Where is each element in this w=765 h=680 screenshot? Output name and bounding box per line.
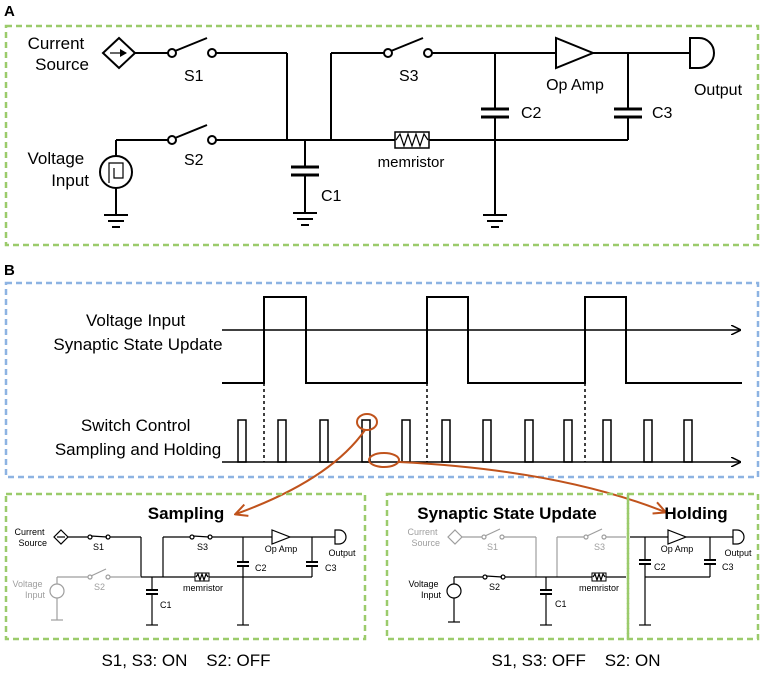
switch-s2-icon	[167, 124, 217, 145]
memristor-label: memristor	[183, 583, 223, 593]
op-amp-label: Op Amp	[265, 544, 298, 554]
sampling-panel-border	[4, 492, 367, 641]
memristor-icon	[394, 131, 430, 149]
update-panel-border	[385, 492, 630, 641]
c2-label: C2	[255, 563, 267, 573]
s2-label: S2	[94, 582, 105, 592]
op-amp-label: Op Amp	[661, 544, 694, 554]
panel-a-letter: A	[4, 3, 15, 20]
switch-pulse	[237, 419, 247, 463]
switch-pulse	[524, 419, 534, 463]
c1-label: C1	[160, 600, 172, 610]
switch-pulse	[683, 419, 693, 463]
s1-label: S1	[184, 68, 204, 85]
timing-diagram: Voltage Input Synaptic State Update Swit…	[53, 296, 742, 514]
switch-pulse	[401, 419, 411, 463]
sampling-highlight	[356, 413, 378, 431]
holding-title: Holding	[664, 504, 727, 523]
capacitor-c3-icon	[614, 107, 642, 119]
switch-s1-icon	[167, 37, 217, 58]
voltage-source-icon	[99, 155, 133, 189]
switch-pulse	[602, 419, 612, 463]
output-label: Output	[694, 82, 743, 99]
op-amp-label: Op Amp	[546, 77, 604, 94]
memristor-label: memristor	[378, 154, 445, 171]
holding-panel-border	[626, 492, 760, 641]
ground-icon	[483, 214, 507, 228]
c2-label: C2	[521, 105, 542, 122]
voltage-input-label: Voltage Input	[28, 149, 90, 190]
switch-pulse	[563, 419, 573, 463]
panel-a-border	[4, 24, 760, 247]
sampling-caption: S1, S3: ON S2: OFF	[101, 651, 270, 670]
output-terminal-icon	[334, 529, 347, 545]
switch-pulse	[482, 419, 492, 463]
output-label: Output	[328, 548, 356, 558]
holding-circuit: C2 C3 Op Amp Output	[630, 529, 752, 626]
op-amp-icon	[271, 529, 292, 545]
s1-label: S1	[93, 542, 104, 552]
switch-pulse	[319, 419, 329, 463]
current-source-icon	[101, 36, 137, 70]
switch-pulses	[237, 419, 693, 463]
s2-label: S2	[184, 152, 204, 169]
s2-label: S2	[489, 582, 500, 592]
switch-pulse	[277, 419, 287, 463]
arrow-to-holding	[398, 461, 665, 512]
memristor-label: memristor	[579, 583, 619, 593]
switch-signal-label: Switch Control Sampling and Holding	[55, 416, 221, 459]
panel-b-border	[4, 281, 760, 479]
switch-pulse	[643, 419, 653, 463]
arrow-to-sampling	[236, 429, 366, 514]
voltage-source-icon	[446, 583, 462, 599]
voltage-source-icon	[49, 583, 65, 599]
s1-label: S1	[487, 542, 498, 552]
ground-icon	[104, 214, 128, 228]
panel-b-letter: B	[4, 262, 15, 279]
voltage-input-label: Voltage Input	[408, 579, 441, 600]
c3-label: C3	[325, 563, 337, 573]
current-source-label: Current Source	[28, 34, 89, 74]
update-circuit: Current Source Voltage Input S1 S2 S3 C1…	[407, 527, 626, 626]
ground-icon	[293, 212, 317, 226]
update-title: Synaptic State Update	[417, 504, 597, 523]
c1-label: C1	[321, 188, 342, 205]
switch-pulse	[361, 419, 371, 463]
holding-highlight	[368, 452, 400, 468]
current-source-label: Current Source	[407, 527, 440, 548]
output-terminal-icon	[732, 529, 745, 545]
voltage-input-label: Voltage Input	[12, 579, 45, 600]
output-label: Output	[724, 548, 752, 558]
s3-label: S3	[197, 542, 208, 552]
voltage-signal-label: Voltage Input Synaptic State Update	[53, 311, 222, 354]
op-amp-icon	[555, 36, 596, 70]
sampling-title: Sampling	[148, 504, 225, 523]
current-source-label: Current Source	[14, 527, 47, 548]
circuit-a: Current Source Voltage Input S1 S2 S3 C1…	[28, 34, 743, 228]
update-caption: S1, S3: OFF S2: ON	[491, 651, 660, 670]
capacitor-c2-icon	[481, 107, 509, 119]
current-source-icon	[447, 529, 463, 545]
switch-s3-icon	[383, 37, 433, 58]
s3-label: S3	[594, 542, 605, 552]
output-terminal-icon	[689, 37, 715, 69]
c3-label: C3	[652, 105, 673, 122]
op-amp-icon	[667, 529, 688, 545]
sampling-circuit: Current Source Voltage Input S1 S2 S3 C1…	[12, 527, 356, 626]
c1-label: C1	[555, 599, 567, 609]
voltage-waveform	[222, 296, 742, 384]
c3-label: C3	[722, 562, 734, 572]
current-source-icon	[53, 529, 69, 545]
c2-label: C2	[654, 562, 666, 572]
capacitor-c1-icon	[291, 165, 319, 177]
s3-label: S3	[399, 68, 419, 85]
switch-pulse	[441, 419, 451, 463]
